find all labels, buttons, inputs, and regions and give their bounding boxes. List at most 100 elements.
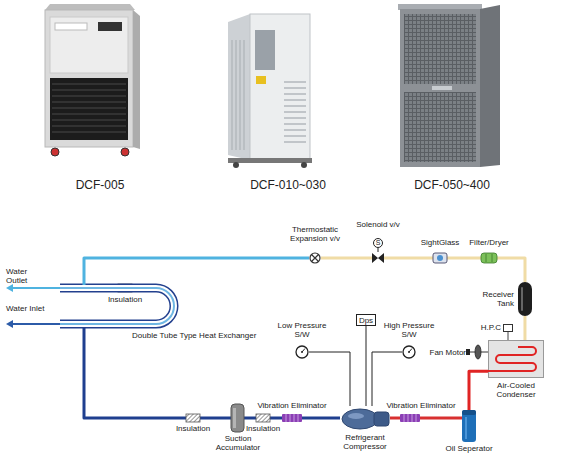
warning-sticker xyxy=(256,76,266,84)
model-caption: DCF-050~400 xyxy=(392,178,512,192)
chiller-photo-small xyxy=(45,4,140,156)
expansion-valve: Thermostatic Expansion v/v xyxy=(309,252,321,264)
component-label: Suction Accumulator xyxy=(213,434,263,452)
refrigerant-pipe xyxy=(84,258,309,280)
refrigerant-pipe xyxy=(447,258,481,259)
heat-exchanger: Double Tube Type Heat Exchanger xyxy=(60,280,180,332)
connector-line xyxy=(420,417,462,420)
component-icon xyxy=(481,253,497,263)
insulation-symbol xyxy=(186,414,200,422)
connector-line xyxy=(384,257,433,260)
chiller-photo-large xyxy=(398,4,500,167)
fan-grill xyxy=(404,14,476,84)
connector-line xyxy=(84,332,231,418)
water-lines xyxy=(6,284,60,328)
caster xyxy=(121,148,129,156)
caster xyxy=(51,148,59,156)
component-icon xyxy=(372,252,384,264)
insulation-symbol xyxy=(256,414,270,422)
cabinet-side xyxy=(133,10,140,149)
sight-glass: SightGlass xyxy=(433,253,447,263)
insulation-label: Insulation xyxy=(238,424,288,433)
component-icon xyxy=(340,406,390,430)
component-label: Filter/Dryer xyxy=(462,238,516,247)
component-icon xyxy=(518,282,532,316)
connector-line xyxy=(508,332,509,340)
component-label: Double Tube Type Heat Exchanger xyxy=(132,331,262,340)
connector-line xyxy=(309,352,350,406)
component-icon xyxy=(488,340,544,378)
refrigerant-pipe xyxy=(84,332,231,418)
suction-accumulator: Suction Accumulator xyxy=(231,404,244,432)
component-label: Receiver Tank xyxy=(472,290,514,308)
fan-blade xyxy=(475,345,481,359)
pressure-gauge: High Pressure S/W xyxy=(402,345,416,359)
component-label: Refrigerant Compressor xyxy=(335,433,395,451)
connector-line xyxy=(372,352,402,406)
pressure-controller: H.P.C xyxy=(503,324,513,332)
refrigerant-pipe xyxy=(302,418,340,419)
vibration-eliminator: Vibration Eliminator xyxy=(282,414,302,422)
refrigerant-pipe xyxy=(497,258,525,282)
component-icon xyxy=(503,324,513,332)
pressure-gauge: Low Pressure S/W xyxy=(295,345,309,359)
signal-line xyxy=(508,332,509,340)
component-icon xyxy=(282,414,302,422)
signal-line xyxy=(372,352,402,406)
side-louvers xyxy=(232,40,244,150)
cabinet-front xyxy=(250,14,310,160)
cabinet-base xyxy=(228,158,312,163)
filter-dryer: Filter/Dryer xyxy=(481,253,497,263)
connector-line xyxy=(302,417,340,420)
vibration-eliminator: Vibration Eliminator xyxy=(400,414,420,422)
fan-grill xyxy=(404,92,476,162)
component-label: SightGlass xyxy=(415,238,465,247)
refrigerant-pipe xyxy=(321,258,372,259)
connector-line xyxy=(469,371,488,410)
air-cooled-condenser: Air-Cooled Condenser xyxy=(488,340,544,378)
component-icon xyxy=(433,253,447,263)
refrigerant-pipe xyxy=(384,258,433,259)
refrigerant-pipe xyxy=(469,371,488,410)
component-icon xyxy=(60,280,180,332)
water-outlet-line xyxy=(12,287,60,289)
connector-line xyxy=(366,326,367,406)
component-label: High Pressure S/W xyxy=(379,321,439,339)
fan-symbol xyxy=(466,345,488,359)
refrigerant-pipe xyxy=(420,418,462,419)
component-icon xyxy=(309,252,321,264)
component-label: H.P.C xyxy=(475,323,501,332)
insulation-label: Insulation xyxy=(100,295,150,304)
air-grill xyxy=(50,78,128,140)
controller-display xyxy=(98,22,122,31)
water-inlet-line xyxy=(12,323,60,325)
caster xyxy=(301,162,307,168)
cabinet-front xyxy=(400,9,480,167)
insulation-label: Insulation xyxy=(168,424,218,433)
refrigerant-pipe xyxy=(524,316,525,340)
component-icon xyxy=(231,404,244,432)
solenoid-valve: Solenoid v/v xyxy=(372,252,384,264)
component-label: Air-Cooled Condenser xyxy=(488,381,544,399)
water-label: Water Inlet xyxy=(6,304,46,313)
component-label: Dps xyxy=(356,316,376,325)
model-caption: DCF-005 xyxy=(40,178,160,192)
component-icon xyxy=(402,345,416,359)
refrigerant-pipe xyxy=(390,418,400,419)
control-panel xyxy=(255,30,275,70)
signal-line xyxy=(366,326,367,406)
signal-line xyxy=(309,352,350,406)
grill-slats xyxy=(52,84,126,132)
cabinet-side xyxy=(228,14,250,160)
solenoid-stem xyxy=(378,248,379,252)
component-icon xyxy=(400,414,420,422)
receiver-tank: Receiver Tank xyxy=(518,282,532,316)
chiller-photo-medium xyxy=(228,14,312,168)
component-label: Solenoid v/v xyxy=(347,220,409,229)
component-icon xyxy=(295,345,309,359)
connector-line xyxy=(321,257,372,260)
